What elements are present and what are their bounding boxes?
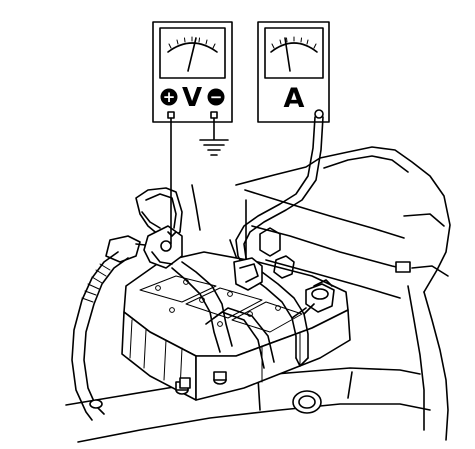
voltmeter-unit-label: V [182, 83, 202, 113]
voltmeter-plus-symbol: + [163, 88, 176, 106]
battery-front-ridges [129, 319, 183, 391]
battery-side-ridges [261, 331, 301, 383]
ammeter-scale-arc [270, 42, 318, 53]
positive-battery-cable [171, 261, 233, 353]
ammeter-probe-socket [314, 109, 324, 119]
ground-icon [199, 139, 229, 156]
voltmeter-minus-terminal-symbol: − [207, 88, 225, 106]
harness-ribs [81, 263, 111, 303]
voltmeter-scale-arc [167, 42, 218, 53]
voltmeter: + V − [152, 21, 233, 123]
positive-terminal-post [160, 240, 172, 252]
voltmeter-needle [187, 37, 197, 72]
voltmeter-scale-ticks [168, 36, 216, 49]
voltmeter-plus-post [167, 111, 175, 119]
battery [89, 251, 351, 409]
ammeter-probe-lead [233, 116, 324, 291]
voltmeter-dial-window [159, 27, 226, 79]
voltmeter-minus-post [210, 111, 218, 119]
ammeter-unit-label: A [284, 83, 305, 114]
ammeter-dial-window [264, 27, 324, 79]
ground-lead [199, 117, 229, 156]
engine-bay-fasteners [179, 227, 411, 414]
negative-terminal-post [311, 288, 329, 300]
battery-cell-caps [139, 275, 303, 333]
positive-terminal-cover [135, 187, 183, 269]
ammeter-needle [284, 37, 291, 72]
voltmeter-positive-lead [167, 117, 177, 245]
ammeter: A [257, 21, 330, 123]
ammeter-scale-ticks [271, 36, 317, 49]
voltmeter-plus-terminal-symbol: + [160, 88, 178, 106]
voltmeter-minus-symbol: − [210, 88, 223, 106]
